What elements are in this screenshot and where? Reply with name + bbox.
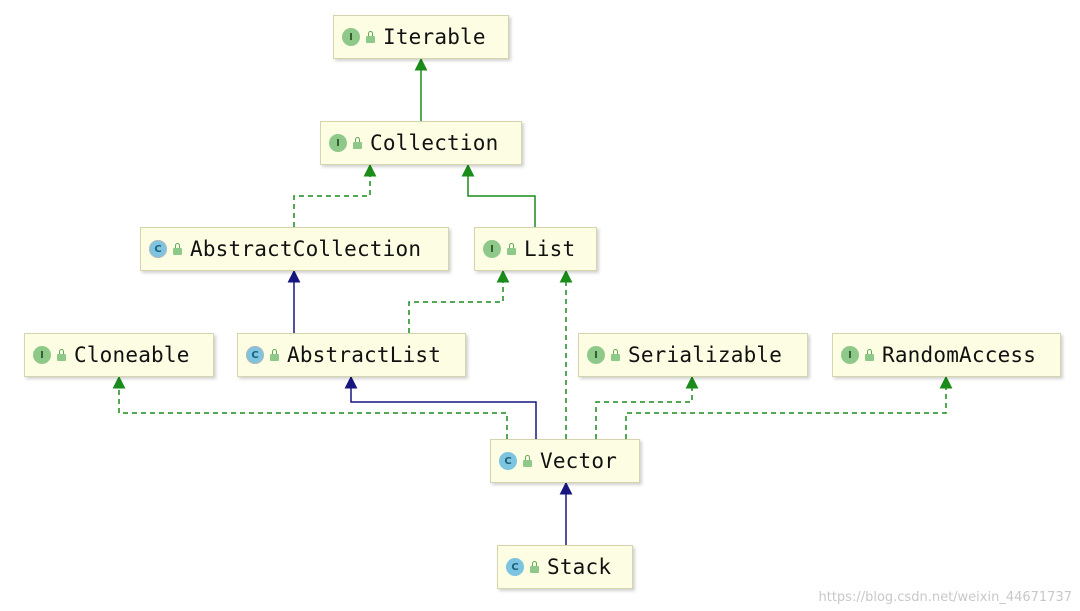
node-label: Serializable <box>628 343 783 367</box>
interface-icon: I <box>587 346 605 364</box>
lock-icon <box>523 455 532 467</box>
node-serializable[interactable]: I Serializable <box>578 333 808 377</box>
node-label: Vector <box>540 449 618 473</box>
lock-icon <box>57 349 66 361</box>
class-icon: C <box>506 558 524 576</box>
class-icon: C <box>499 452 517 470</box>
lock-icon <box>530 561 539 573</box>
edge-vector-to-cloneable <box>112 375 508 439</box>
node-label: List <box>524 237 576 261</box>
lock-icon <box>173 243 182 255</box>
abstract-class-icon: C <box>246 346 264 364</box>
abstract-class-icon: C <box>149 240 167 258</box>
node-abstract-collection[interactable]: C AbstractCollection <box>140 227 449 271</box>
watermark: https://blog.csdn.net/weixin_44671737 <box>818 590 1072 605</box>
interface-icon: I <box>483 240 501 258</box>
edge-vector-to-abstract-list <box>344 375 537 439</box>
node-label: AbstractList <box>287 343 442 367</box>
node-list[interactable]: I List <box>474 227 597 271</box>
lock-icon <box>507 243 516 255</box>
node-label: Cloneable <box>74 343 190 367</box>
node-label: RandomAccess <box>882 343 1037 367</box>
edge-vector-to-serializable <box>595 375 699 439</box>
node-stack[interactable]: C Stack <box>497 545 633 589</box>
node-label: Stack <box>547 555 612 579</box>
interface-icon: I <box>329 134 347 152</box>
node-label: AbstractCollection <box>190 237 422 261</box>
node-iterable[interactable]: I Iterable <box>333 15 509 59</box>
node-vector[interactable]: C Vector <box>490 439 640 483</box>
edge-list-to-collection <box>461 163 536 227</box>
interface-icon: I <box>841 346 859 364</box>
node-collection[interactable]: I Collection <box>320 121 522 165</box>
edge-vector-to-random-access <box>625 375 953 439</box>
edge-abstract-collection-to-collection <box>293 163 377 227</box>
node-random-access[interactable]: I RandomAccess <box>832 333 1061 377</box>
lock-icon <box>270 349 279 361</box>
lock-icon <box>865 349 874 361</box>
interface-icon: I <box>342 28 360 46</box>
lock-icon <box>611 349 620 361</box>
lock-icon <box>366 31 375 43</box>
node-abstract-list[interactable]: C AbstractList <box>237 333 466 377</box>
lock-icon <box>353 137 362 149</box>
edge-abstract-list-to-list <box>408 269 510 333</box>
node-label: Iterable <box>383 25 486 49</box>
node-label: Collection <box>370 131 499 155</box>
interface-icon: I <box>33 346 51 364</box>
node-cloneable[interactable]: I Cloneable <box>24 333 214 377</box>
